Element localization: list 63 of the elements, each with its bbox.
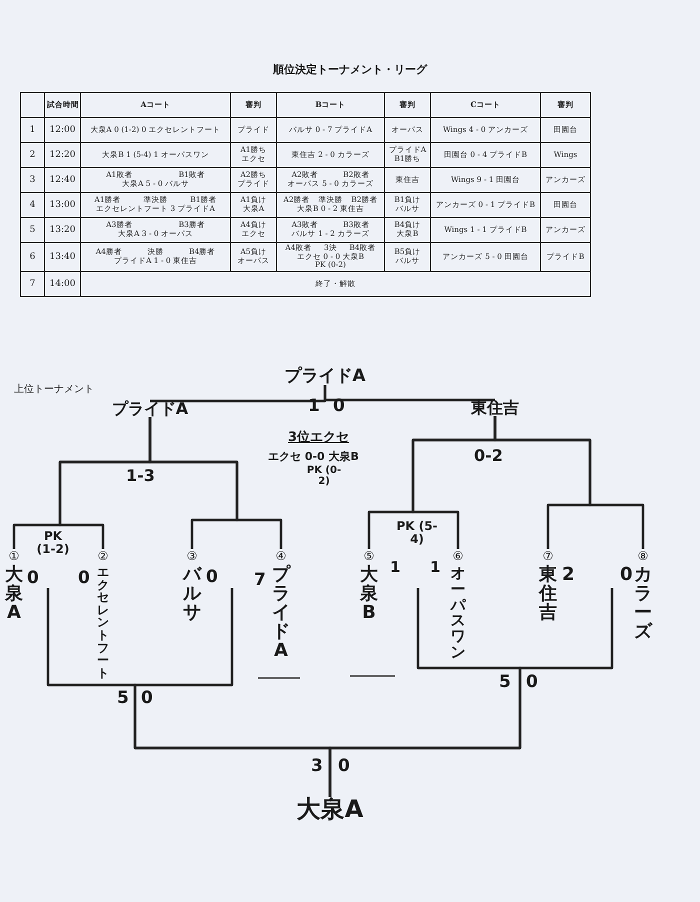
table-text: 5 — [30, 224, 36, 236]
table-text: 1 — [30, 124, 36, 136]
table-text: 6 — [30, 252, 36, 262]
table-text: 14:00 — [50, 278, 76, 290]
penalty-score: PK (5-4) — [396, 520, 438, 546]
score-label: 1 — [390, 558, 400, 576]
score-label: 0 — [141, 688, 153, 708]
third-place-score: エクセ 0-0 大泉B — [268, 449, 359, 464]
score-label: 0 — [78, 568, 90, 588]
team-name: プライドA — [272, 566, 290, 660]
winner-name: プライドA — [112, 401, 188, 417]
table-text: 4 — [30, 200, 36, 210]
winner-name: プライドA — [284, 368, 366, 385]
score-label: 3 — [311, 756, 323, 776]
score-label: 0 — [526, 672, 538, 692]
score-label: 0 — [206, 567, 218, 587]
bracket-line — [148, 417, 282, 549]
seed-number: ⑧ — [638, 549, 648, 563]
score-label: 5 — [117, 688, 129, 708]
team-name: カラーズ — [634, 566, 652, 642]
team-name: 大泉B — [360, 566, 378, 623]
score-label: 1 — [430, 558, 440, 576]
penalty-score: PK (1-2) — [36, 530, 70, 556]
seed-number: ② — [98, 549, 108, 563]
table-text: 12:00 — [50, 124, 76, 136]
score-label: 1-3 — [126, 466, 155, 485]
score-label: 0 — [620, 564, 633, 585]
score-label: 1 — [308, 396, 320, 416]
seed-number: ⑥ — [452, 549, 464, 563]
table-text: 13:40 — [50, 252, 76, 262]
seed-number: ① — [8, 549, 20, 563]
table-text: 12:20 — [50, 150, 76, 160]
table-text: 13:00 — [50, 200, 76, 210]
team-name: 大泉A — [5, 566, 23, 623]
seed-number: ③ — [186, 549, 198, 563]
winner-name: 東住吉 — [471, 400, 519, 416]
table-text: 13:20 — [50, 224, 76, 236]
table-text: 3 — [30, 174, 36, 186]
score-label: 7 — [254, 570, 266, 590]
bracket-line — [494, 416, 644, 549]
score-label: 2 — [562, 564, 575, 585]
page-title: 順位決定トーナメント・リーグ — [272, 62, 428, 77]
seed-number: ④ — [276, 549, 286, 563]
team-name: オーパスワン — [450, 566, 466, 660]
score-label: 0-2 — [474, 446, 503, 465]
team-name: バルサ — [183, 566, 201, 623]
score-label: 0 — [333, 396, 345, 416]
bracket-line — [328, 588, 614, 797]
table-text: 7 — [30, 278, 36, 290]
third-place-note: 3位エクセ — [288, 429, 350, 446]
seed-number: ⑦ — [542, 549, 554, 563]
score-label: 5 — [499, 672, 511, 692]
table-text: 12:40 — [50, 174, 76, 186]
penalty-score: PK (0-2) — [306, 465, 342, 487]
team-name: エクセレントフート — [97, 566, 109, 680]
score-label: 0 — [338, 756, 350, 776]
section-heading: 上位トーナメント — [14, 382, 94, 396]
score-label: 0 — [27, 568, 39, 588]
seed-number: ⑤ — [364, 549, 374, 563]
winner-name: 大泉A — [296, 797, 364, 821]
team-name: 東住吉 — [539, 566, 557, 623]
table-text: 2 — [30, 150, 36, 160]
bracket-line — [324, 385, 495, 402]
